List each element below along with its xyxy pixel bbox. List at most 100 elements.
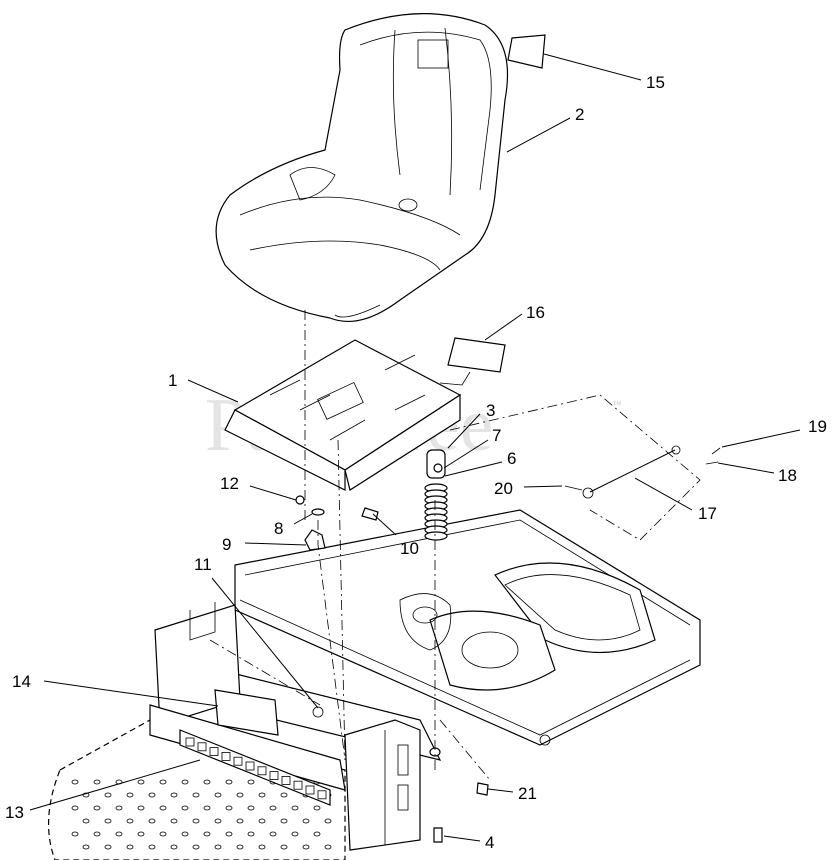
svg-text:18: 18 bbox=[778, 466, 797, 485]
callout-16: 16 bbox=[484, 303, 545, 341]
perforation-hole bbox=[181, 805, 189, 811]
perforation-hole bbox=[71, 779, 79, 785]
perforation-hole bbox=[280, 844, 288, 850]
hinge-knuckle bbox=[293, 780, 303, 790]
perforation-hole bbox=[93, 805, 101, 811]
seat bbox=[215, 13, 509, 322]
callout-6: 6 bbox=[444, 449, 516, 477]
perforation-hole bbox=[71, 831, 79, 837]
perforation-hole bbox=[236, 818, 244, 824]
svg-text:12: 12 bbox=[220, 474, 239, 493]
callout-19: 19 bbox=[721, 417, 827, 448]
callouts: 1 2 3 4 6 7 8 9 bbox=[5, 53, 827, 852]
perforation-hole bbox=[302, 818, 310, 824]
spring-coil bbox=[424, 531, 448, 541]
spring-and-hardware bbox=[295, 449, 489, 843]
hinge-knuckle bbox=[221, 752, 231, 761]
perforation-hole bbox=[203, 831, 211, 837]
perforation-hole bbox=[126, 844, 134, 850]
perforation-hole bbox=[192, 818, 200, 824]
svg-text:6: 6 bbox=[507, 449, 516, 468]
hinge-knuckle bbox=[269, 771, 279, 780]
hinge-knuckle bbox=[317, 790, 327, 800]
perforation-hole bbox=[148, 818, 156, 824]
callout-7: 7 bbox=[443, 426, 501, 469]
perforation-hole bbox=[247, 831, 255, 837]
hinge-knuckle bbox=[257, 766, 267, 776]
callout-3: 3 bbox=[447, 401, 495, 449]
perforation-hole bbox=[258, 792, 266, 798]
callout-10: 10 bbox=[372, 513, 419, 558]
perforation-hole bbox=[247, 779, 255, 785]
perforation-hole bbox=[159, 779, 167, 785]
callout-4: 4 bbox=[443, 833, 494, 852]
perforation-hole bbox=[137, 805, 145, 811]
callout-18: 18 bbox=[717, 462, 797, 485]
perforation-hole bbox=[236, 792, 244, 798]
svg-text:21: 21 bbox=[518, 784, 537, 803]
svg-text:2: 2 bbox=[575, 105, 584, 124]
callout-21: 21 bbox=[487, 784, 537, 803]
callout-11: 11 bbox=[194, 555, 319, 709]
perforation-hole bbox=[82, 818, 90, 824]
perforation-hole bbox=[236, 844, 244, 850]
perforation-hole bbox=[93, 779, 101, 785]
perforation-hole bbox=[115, 831, 123, 837]
perforation-hole bbox=[71, 805, 79, 811]
perforation-hole bbox=[170, 844, 178, 850]
perforation-hole bbox=[192, 792, 200, 798]
svg-text:7: 7 bbox=[492, 426, 501, 445]
perforation-hole bbox=[291, 831, 299, 837]
perforation-hole bbox=[181, 831, 189, 837]
perforation-hole bbox=[291, 805, 299, 811]
perforation-hole bbox=[82, 792, 90, 798]
perforation-hole bbox=[214, 792, 222, 798]
hinge-knuckle bbox=[305, 785, 315, 795]
hinge-knuckle bbox=[185, 737, 195, 747]
svg-text:10: 10 bbox=[400, 539, 419, 558]
perforation-hole bbox=[269, 831, 277, 837]
perforation-hole bbox=[159, 805, 167, 811]
perforation-hole bbox=[126, 792, 134, 798]
callout-14: 14 bbox=[12, 672, 219, 707]
svg-text:4: 4 bbox=[485, 833, 494, 852]
perforation-hole bbox=[280, 818, 288, 824]
perforation-hole bbox=[247, 805, 255, 811]
perforation-hole bbox=[104, 844, 112, 850]
perforation-hole bbox=[159, 831, 167, 837]
callout-13: 13 bbox=[5, 759, 201, 822]
perforation-hole bbox=[214, 818, 222, 824]
perforation-hole bbox=[225, 805, 233, 811]
perforation-hole bbox=[170, 792, 178, 798]
svg-text:14: 14 bbox=[12, 672, 31, 691]
callout-20: 20 bbox=[494, 479, 563, 498]
perforation-hole bbox=[313, 805, 321, 811]
perforation-hole bbox=[258, 818, 266, 824]
callout-12: 12 bbox=[220, 474, 297, 501]
svg-text:16: 16 bbox=[526, 303, 545, 322]
perforation-hole bbox=[126, 818, 134, 824]
perforation-hole bbox=[115, 805, 123, 811]
perforation-hole bbox=[324, 818, 332, 824]
perforation-hole bbox=[137, 779, 145, 785]
perforation-hole bbox=[313, 831, 321, 837]
decal-15 bbox=[507, 34, 546, 69]
callout-9: 9 bbox=[222, 535, 307, 554]
svg-text:8: 8 bbox=[274, 519, 283, 538]
perforation-hole bbox=[324, 844, 332, 850]
callout-2: 2 bbox=[506, 105, 584, 153]
phantom-lines bbox=[209, 310, 701, 781]
callout-8: 8 bbox=[274, 513, 313, 538]
perforation-hole bbox=[280, 792, 288, 798]
callout-17: 17 bbox=[634, 477, 717, 523]
perforation-hole bbox=[82, 844, 90, 850]
svg-text:3: 3 bbox=[486, 401, 495, 420]
rod-assembly bbox=[564, 445, 721, 499]
svg-text:20: 20 bbox=[494, 479, 513, 498]
floor-pan-perforations bbox=[71, 779, 332, 850]
spring-coils bbox=[424, 483, 448, 541]
svg-text:17: 17 bbox=[698, 504, 717, 523]
hinge-knuckle bbox=[281, 776, 291, 785]
perforation-hole bbox=[148, 792, 156, 798]
